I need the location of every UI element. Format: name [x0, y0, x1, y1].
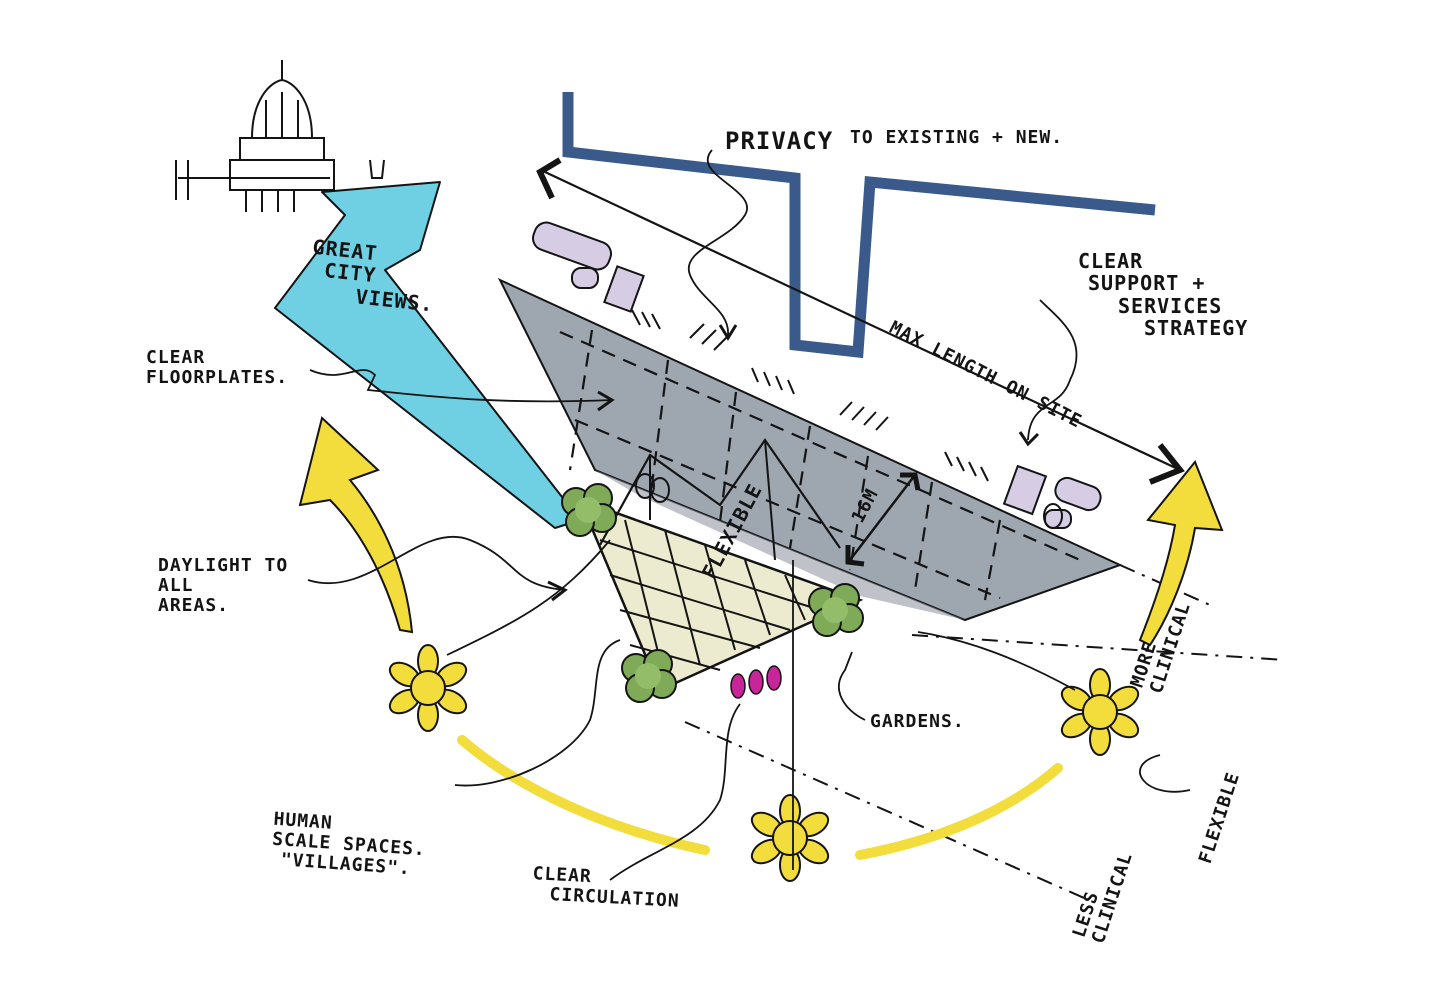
label-clear-support: CLEAR SUPPORT + SERVICES STRATEGY: [1078, 249, 1249, 341]
label-privacy-rest: TO EXISTING + NEW.: [850, 127, 1064, 148]
arrow-icon: [298, 416, 414, 634]
arrow-icon: [1138, 460, 1224, 647]
tree-icon: [561, 483, 617, 537]
sun-icon: [746, 794, 834, 882]
hatch-marks: [631, 309, 989, 482]
max-length-line: [544, 171, 1181, 471]
seating-ovals: [730, 665, 782, 699]
furniture-blocks: [532, 221, 1102, 529]
tree-icon: [808, 583, 864, 637]
label-human-scale: HUMAN SCALE SPACES. "VILLAGES".: [271, 808, 427, 880]
city-views-wedge: [274, 181, 581, 529]
label-clear-floorplates: CLEAR FLOORPLATES.: [146, 347, 289, 389]
dome-icon: [175, 60, 385, 212]
label-great-city-views: GREAT CITY VIEWS.: [311, 234, 435, 317]
sun-icon: [384, 644, 472, 732]
label-clear-circulation: CLEAR CIRCULATION: [532, 863, 681, 913]
tree-icon: [621, 649, 677, 703]
label-privacy: PRIVACY: [725, 127, 834, 155]
label-daylight: DAYLIGHT TO ALL AREAS.: [158, 555, 289, 617]
label-gardens: GARDENS.: [870, 711, 965, 732]
existing-building-outline: [562, 92, 1156, 359]
